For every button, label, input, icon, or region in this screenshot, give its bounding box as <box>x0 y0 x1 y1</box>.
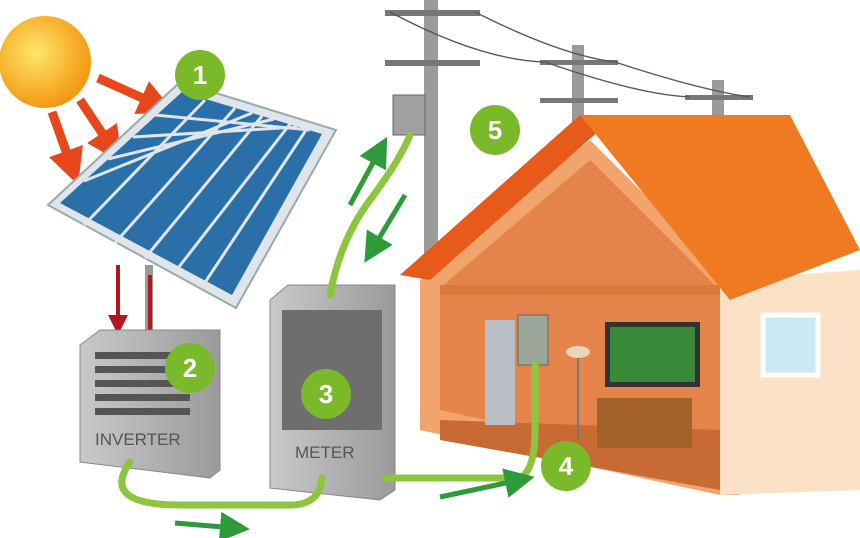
svg-text:4: 4 <box>559 451 574 481</box>
badge-5: 5 <box>470 105 520 155</box>
badge-1: 1 <box>175 50 225 100</box>
fridge <box>485 320 515 425</box>
sun-icon <box>0 16 91 108</box>
house <box>400 115 860 495</box>
inverter-label: INVERTER <box>95 430 181 449</box>
solar-panel <box>46 80 338 355</box>
svg-text:5: 5 <box>488 115 502 145</box>
badge-4: 4 <box>541 441 591 491</box>
meter-label: METER <box>295 443 355 462</box>
svg-text:2: 2 <box>183 353 197 383</box>
svg-text:3: 3 <box>319 379 333 409</box>
badge-2: 2 <box>165 343 215 393</box>
svg-text:1: 1 <box>193 60 207 90</box>
transformer <box>392 94 426 136</box>
window <box>760 312 821 378</box>
lamp <box>566 346 590 358</box>
flow-arrows <box>174 136 535 538</box>
sun-rays <box>47 73 175 185</box>
cabinet <box>597 398 692 448</box>
breaker-box <box>517 314 549 366</box>
badge-3: 3 <box>301 369 351 419</box>
